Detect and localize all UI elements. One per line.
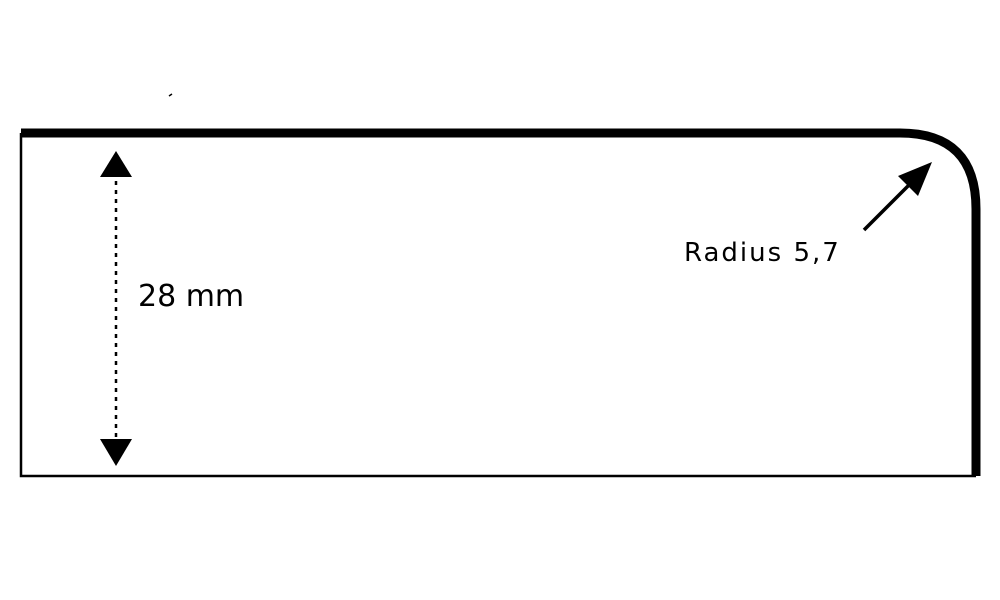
profile-rounded-edge	[21, 128, 981, 476]
radius-label: Radius 5,7	[684, 238, 841, 268]
radius-arrow-head-icon	[898, 162, 932, 196]
stray-mark	[168, 93, 173, 97]
height-arrow-down-icon	[100, 439, 132, 466]
radius-arrow-shaft	[862, 180, 914, 232]
profile-thin-edge	[19, 133, 976, 478]
height-label: 28 mm	[138, 279, 244, 314]
height-arrow-up-icon	[100, 151, 132, 177]
